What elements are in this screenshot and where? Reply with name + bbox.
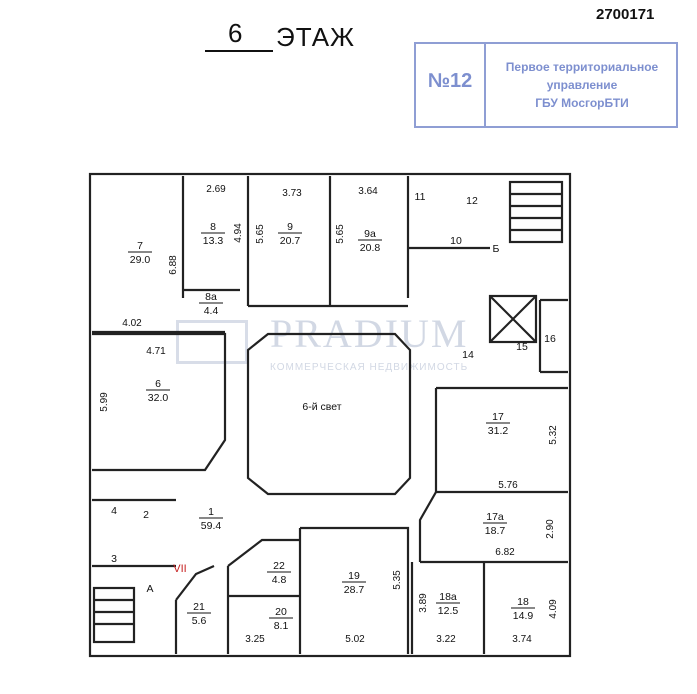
dim-label: 4.94	[233, 223, 244, 243]
dim-label: 5.65	[255, 224, 266, 244]
room-2-label: 2	[143, 509, 149, 521]
room-number: 17а	[486, 511, 504, 523]
dim-label: 2.69	[206, 184, 226, 195]
dim-label: 6.82	[495, 547, 515, 558]
room-area: 4.8	[272, 574, 287, 586]
stamp-number: №12	[427, 70, 473, 92]
room-number: 8	[210, 221, 216, 233]
watermark-subtitle: КОММЕРЧЕСКАЯ НЕДВИЖИМОСТЬ	[270, 362, 469, 373]
dim-label: 4.09	[548, 599, 559, 619]
room-area: 12.5	[438, 605, 459, 617]
room-16-label: 16	[544, 333, 556, 345]
room-number: 6	[155, 378, 161, 390]
room-area: 31.2	[488, 425, 509, 437]
stair-b-label: Б	[493, 243, 500, 255]
floor-number: 6	[228, 18, 243, 48]
room-area: 59.4	[201, 520, 222, 532]
atrium-label: 6-й свет	[302, 401, 341, 413]
room-area: 5.6	[192, 615, 207, 627]
room-area: 20.7	[280, 235, 301, 247]
dim-label: 3.74	[512, 634, 532, 645]
room-number: 1	[208, 506, 214, 518]
room-area: 29.0	[130, 254, 151, 266]
dim-label: 3.64	[358, 186, 378, 197]
dim-label: 5.76	[498, 480, 518, 491]
room-number: 18	[517, 596, 529, 608]
dim-label: 3.22	[436, 634, 456, 645]
room-number: 9	[287, 221, 293, 233]
room-10-label: 10	[450, 235, 462, 247]
room-11-label: 11	[415, 191, 426, 203]
room-area: 20.8	[360, 242, 381, 254]
dim-label: 3.73	[282, 188, 302, 199]
room-area: 4.4	[204, 305, 219, 317]
room-number: 21	[193, 601, 205, 613]
room-area: 13.3	[203, 235, 224, 247]
section-label: VII	[173, 563, 186, 575]
stair-a-label: А	[146, 583, 153, 595]
stamp-line-1: Первое территориальное	[505, 60, 659, 74]
dim-label: 5.99	[99, 392, 110, 412]
room-number: 18а	[439, 591, 457, 603]
atrium-outline	[246, 332, 412, 496]
floor-word: ЭТАЖ	[276, 22, 356, 52]
dim-label: 3.89	[418, 593, 429, 613]
room-area: 18.7	[485, 525, 506, 537]
dim-label: 5.32	[548, 425, 559, 445]
dim-label: 4.02	[122, 318, 142, 329]
room-12-label: 12	[466, 195, 478, 207]
room-area: 32.0	[148, 392, 169, 404]
room-number: 20	[275, 606, 287, 618]
watermark-logo-icon	[176, 320, 248, 364]
room-15-label: 15	[516, 341, 528, 353]
room-number: 7	[137, 240, 143, 252]
outer-wall	[88, 172, 572, 658]
room-area: 8.1	[274, 620, 289, 632]
room-number: 8а	[205, 291, 217, 303]
stamp-line-2: управление	[546, 78, 618, 92]
room-number: 19	[348, 570, 360, 582]
room-area: 14.9	[513, 610, 534, 622]
room-14-label: 14	[462, 349, 474, 361]
dim-label: 4.71	[146, 346, 166, 357]
bti-stamp	[414, 42, 678, 128]
room-4-label: 4	[111, 505, 117, 517]
room-number: 9а	[364, 228, 376, 240]
room-3-label: 3	[111, 553, 117, 565]
dim-label: 2.90	[545, 519, 556, 539]
dim-label: 5.35	[392, 570, 403, 590]
dim-label: 5.65	[335, 224, 346, 244]
room-number: 17	[492, 411, 504, 423]
stamp-divider	[484, 42, 486, 128]
document-number: 2700171	[596, 6, 655, 23]
dim-label: 6.88	[168, 255, 179, 275]
room-area: 28.7	[344, 584, 365, 596]
room-number: 22	[273, 560, 285, 572]
dim-label: 3.25	[245, 634, 265, 645]
floor-number-underline	[205, 50, 273, 52]
dim-label: 5.02	[345, 634, 365, 645]
stamp-line-3: ГБУ МосгорБТИ	[535, 96, 629, 110]
